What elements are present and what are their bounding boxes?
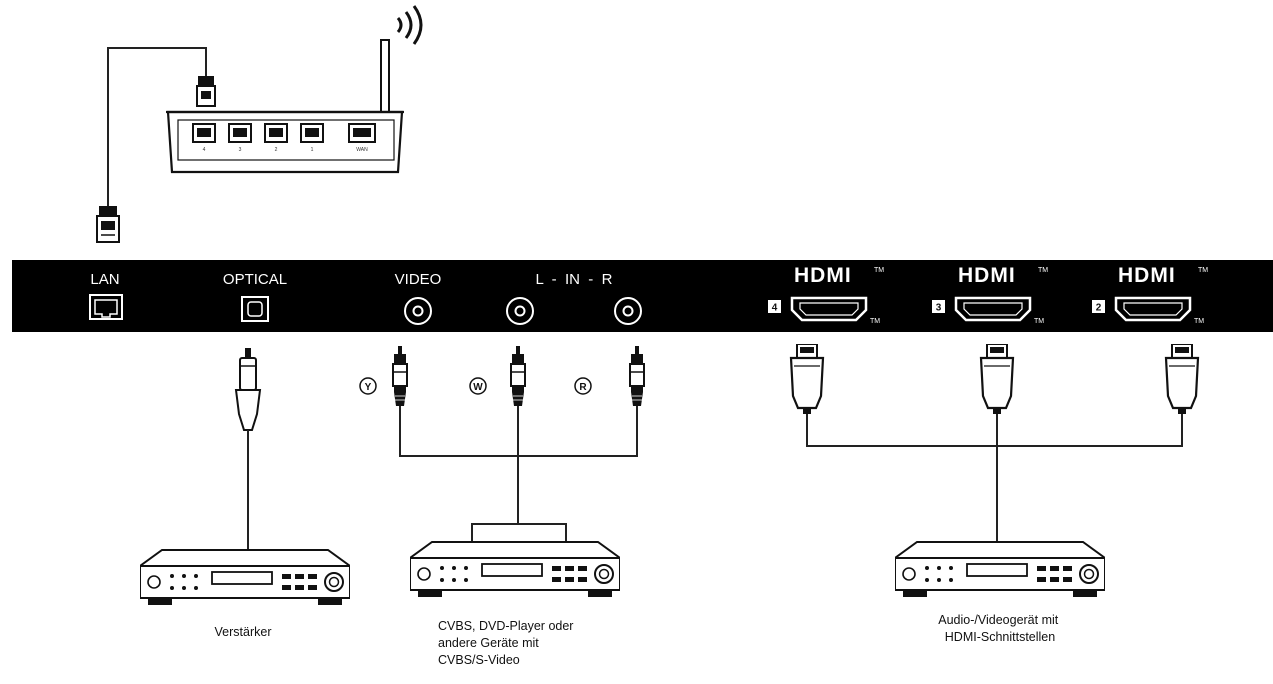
optical-cable <box>234 348 262 552</box>
router-port-5: WAN <box>348 123 376 153</box>
hdmi-plug-4 <box>789 344 825 414</box>
hdmi-port-number-badge <box>768 300 781 313</box>
video-port-icon <box>404 297 432 325</box>
audio-right-port-icon <box>614 297 642 325</box>
cvbs-caption: CVBS, DVD-Player oder andere Geräte mit … <box>438 619 577 667</box>
hdmi-logo-trademark: TM <box>1198 267 1208 274</box>
hdmi-av-caption-line: HDMI-Schnittstellen <box>945 630 1055 644</box>
hdmi-port-number-badge <box>1092 300 1105 313</box>
router-port-label: 4 <box>203 147 206 153</box>
router: 4 3 2 1 WAN <box>166 5 423 174</box>
ethernet-plug-top <box>196 76 216 107</box>
wifi-signal-icon <box>396 5 423 45</box>
ethernet-cable <box>96 47 216 243</box>
lan-label: LAN <box>90 271 119 288</box>
hdmi-port-number: 3 <box>936 303 942 314</box>
router-port-2: 3 <box>228 123 252 153</box>
hdmi-socket-trademark: TM <box>870 318 880 325</box>
rca-marker-white-letter: W <box>473 382 483 393</box>
lan-port-icon <box>89 294 123 320</box>
router-port-1: 4 <box>192 123 216 153</box>
hdmi-logo-trademark: TM <box>1038 267 1048 274</box>
router-port-label: 1 <box>311 147 314 153</box>
optical-port-icon <box>241 296 269 322</box>
hdmi-av-device <box>895 541 1105 598</box>
hdmi-logo: HDMI <box>958 264 1016 287</box>
hdmi-logo: HDMI <box>1118 264 1176 287</box>
rca-plug-white <box>510 346 526 407</box>
hdmi-plug-2 <box>1164 344 1200 414</box>
rca-cables <box>392 346 645 543</box>
hdmi-socket-icon <box>1114 296 1192 322</box>
router-port-label: WAN <box>356 147 368 153</box>
amplifier-caption: Verstärker <box>215 625 272 639</box>
hdmi-socket-trademark: TM <box>1034 318 1044 325</box>
audio-in-label: L - IN - R <box>536 271 613 288</box>
tv-connector-panel <box>12 260 1273 332</box>
router-port-3: 2 <box>264 123 288 153</box>
rca-marker-red: R <box>574 377 592 395</box>
hdmi-cables <box>789 344 1200 545</box>
cvbs-device <box>410 541 620 598</box>
hdmi-av-caption: Audio-/Videogerät mit HDMI-Schnittstelle… <box>938 613 1061 644</box>
hdmi-socket-icon <box>790 296 868 322</box>
ethernet-plug-bottom <box>96 206 120 243</box>
hdmi-socket-icon <box>954 296 1032 322</box>
audio-left-port-icon <box>506 297 534 325</box>
hdmi-av-caption-line: Audio-/Videogerät mit <box>938 613 1059 627</box>
video-label: VIDEO <box>395 271 442 288</box>
router-port-label: 2 <box>275 147 278 153</box>
hdmi-logo: HDMI <box>794 264 852 287</box>
router-port-label: 3 <box>239 147 242 153</box>
hdmi-port-number: 2 <box>1096 303 1102 314</box>
hdmi-port-number-badge <box>932 300 945 313</box>
hdmi-socket-trademark: TM <box>1194 318 1204 325</box>
amplifier-device <box>140 549 350 606</box>
amplifier-caption-line: Verstärker <box>215 625 272 639</box>
hdmi-port-number: 4 <box>772 303 778 314</box>
rca-marker-red-letter: R <box>579 382 587 393</box>
cvbs-caption-line: CVBS/S-Video <box>438 653 520 667</box>
rca-plug-yellow <box>392 346 408 407</box>
cvbs-caption-line: andere Geräte mit <box>438 636 539 650</box>
rca-marker-yellow-letter: Y <box>365 382 372 393</box>
hdmi-logo-trademark: TM <box>874 267 884 274</box>
rca-marker-white: W <box>469 377 487 395</box>
router-port-4: 1 <box>300 123 324 153</box>
rca-plug-red <box>629 346 645 407</box>
hdmi-plug-3 <box>979 344 1015 414</box>
optical-label: OPTICAL <box>223 271 287 288</box>
rca-marker-yellow: Y <box>359 377 377 395</box>
cvbs-caption-line: CVBS, DVD-Player oder <box>438 619 573 633</box>
